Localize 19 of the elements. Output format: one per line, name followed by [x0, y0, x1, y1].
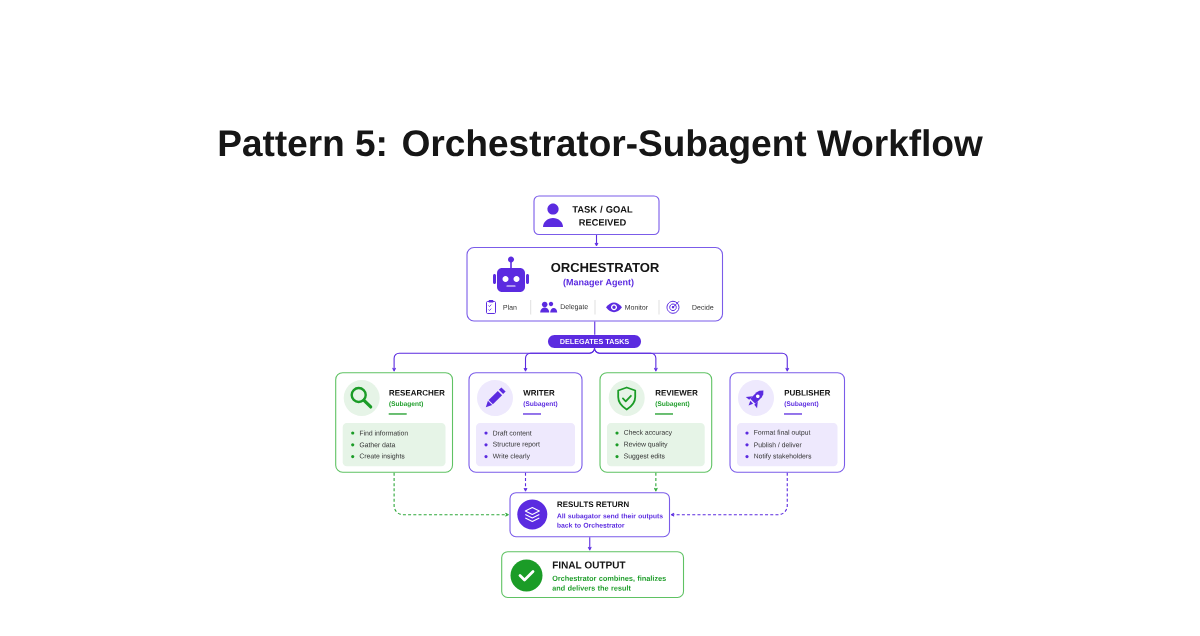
box-title: ORCHESTRATOR	[551, 262, 660, 273]
box-title: RESEARCHER	[389, 389, 445, 396]
arrow	[593, 347, 790, 372]
dashed-arrow	[393, 472, 509, 517]
arrow	[523, 347, 596, 372]
subtitle: (Manager Agent)	[563, 278, 634, 288]
box-title: TASK / GOAL RECEIVED	[572, 205, 633, 226]
box-title: REVIEWER	[655, 390, 698, 396]
box-title: PUBLISHER	[784, 389, 831, 396]
box-title: WRITER	[523, 390, 555, 396]
title: Pattern 5: Orchestrator-Subagent Workflow	[219, 129, 983, 164]
connector-line	[594, 321, 596, 336]
arrow	[587, 536, 592, 551]
dashed-arrow	[523, 472, 528, 492]
box-title: RESULTS RETURN	[557, 501, 629, 508]
dashed-arrow	[653, 472, 658, 492]
arrow	[594, 234, 599, 247]
box-title: FINAL OUTPUT	[552, 561, 626, 569]
dashed-arrow	[670, 472, 788, 517]
